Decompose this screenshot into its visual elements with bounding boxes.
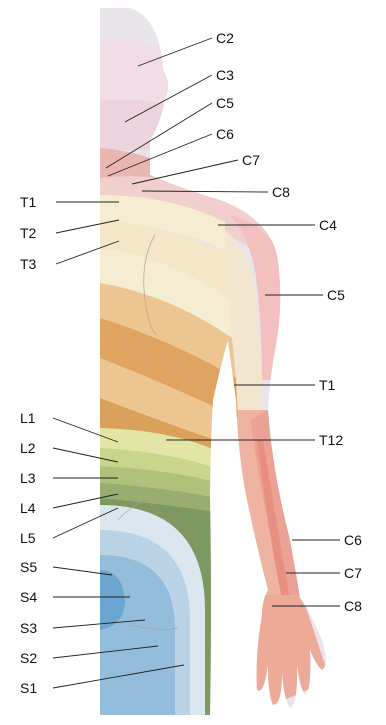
label-c5-neck: C5 <box>216 95 234 111</box>
label-t1: T1 <box>20 194 37 210</box>
label-l5: L5 <box>20 530 36 546</box>
label-c7-neck: C7 <box>242 152 260 168</box>
label-c7-forearm: C7 <box>344 565 362 581</box>
label-t3: T3 <box>20 256 37 272</box>
label-l4: L4 <box>20 500 36 516</box>
label-c4: C4 <box>319 217 337 233</box>
label-c8-forearm: C8 <box>344 598 362 614</box>
label-c5-arm: C5 <box>327 287 345 303</box>
label-s5: S5 <box>20 559 37 575</box>
label-c3: C3 <box>216 67 234 83</box>
label-t2: T2 <box>20 225 37 241</box>
label-l1: L1 <box>20 410 36 426</box>
left-labels: T1 T2 T3 L1 L2 L3 L4 L5 S5 S4 S3 S2 S1 <box>20 194 37 696</box>
label-c2: C2 <box>216 30 234 46</box>
label-s4: S4 <box>20 589 37 605</box>
label-s3: S3 <box>20 620 37 636</box>
label-c6-forearm: C6 <box>344 532 362 548</box>
label-t1-arm: T1 <box>319 377 336 393</box>
label-l3: L3 <box>20 470 36 486</box>
label-t12: T12 <box>319 432 343 448</box>
label-c8-neck: C8 <box>272 184 290 200</box>
label-c6-neck: C6 <box>216 126 234 142</box>
label-s1: S1 <box>20 680 37 696</box>
label-s2: S2 <box>20 650 37 666</box>
label-l2: L2 <box>20 440 36 456</box>
